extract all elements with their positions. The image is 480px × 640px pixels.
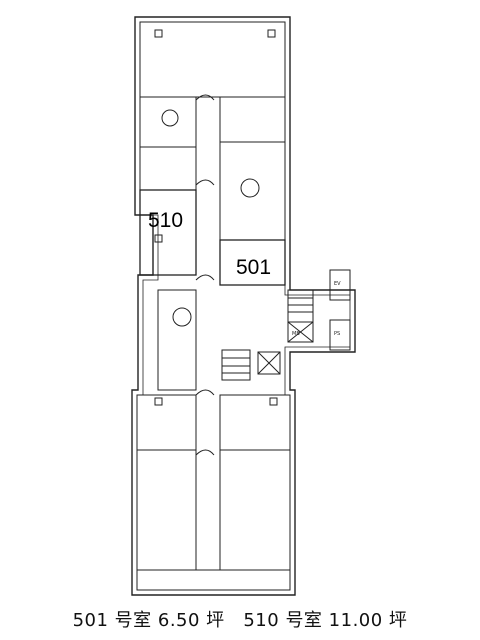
room-left-mid	[157, 289, 197, 391]
area-caption: 501 号室 6.50 坪 510 号室 11.00 坪	[0, 606, 480, 632]
room-right-1	[219, 96, 286, 143]
floor-plan: EV PS MB 510 501	[131, 16, 356, 596]
elevator-2	[257, 351, 281, 375]
annex-mark: EV	[334, 281, 341, 287]
elevator-1	[287, 321, 314, 343]
caption-510: 510 号室 11.00 坪	[243, 610, 408, 631]
annex-mark: PS	[334, 331, 340, 337]
room-top	[139, 21, 286, 98]
room-lower-right-2	[219, 449, 291, 571]
room-lower-right-1	[219, 394, 291, 451]
room-left-2	[139, 146, 197, 191]
room-right-2	[219, 141, 286, 241]
outer-wall	[131, 16, 356, 596]
core-mark: MB	[292, 331, 300, 337]
room-bottom	[136, 569, 291, 591]
room-label-510: 510	[148, 209, 183, 232]
annex-room-2	[329, 319, 351, 351]
room-lower-left-2	[136, 449, 197, 571]
room-left-1	[139, 96, 197, 148]
stairs-lower	[221, 349, 251, 381]
outer-wall-inner	[136, 21, 351, 591]
caption-501: 501 号室 6.50 坪	[72, 610, 225, 631]
room-lower-left-1	[136, 394, 197, 451]
annex-room-1	[329, 269, 351, 301]
room-label-501: 501	[236, 256, 271, 279]
room-510	[139, 189, 197, 276]
